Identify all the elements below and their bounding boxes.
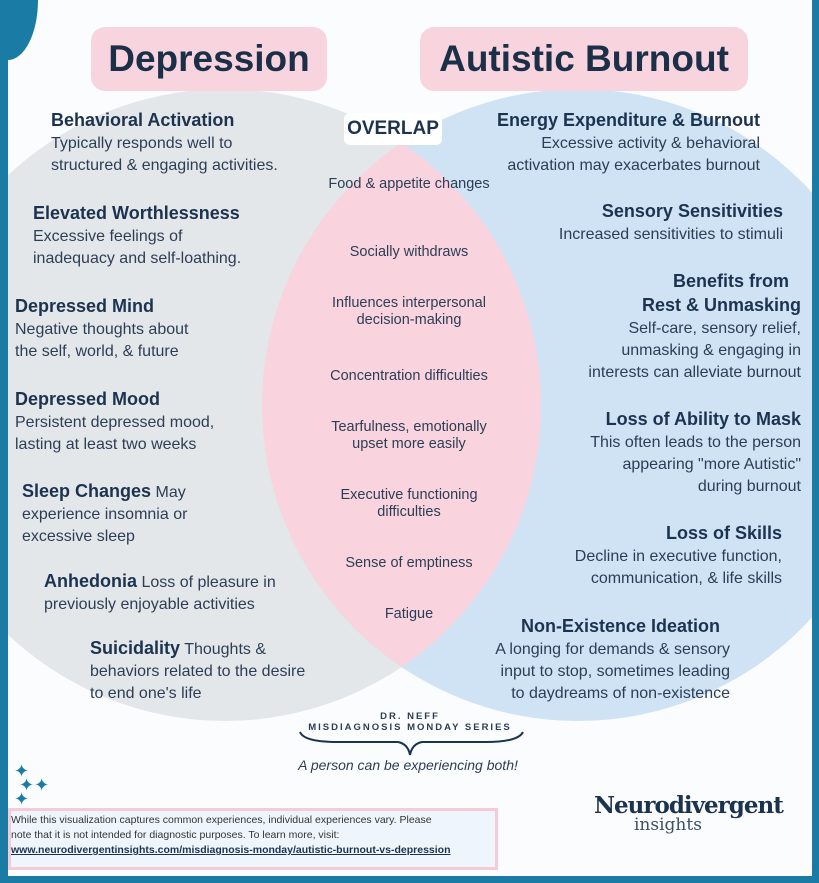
overlap-item: Food & appetite changes: [328, 176, 490, 192]
overlap-item: Influences interpersonal decision-making: [332, 295, 486, 328]
overlap-label: OVERLAP: [344, 113, 442, 145]
overlap-item: Sense of emptiness: [345, 555, 473, 571]
disclaimer-text: While this visualization captures common…: [11, 814, 432, 826]
both-note: A person can be experiencing both!: [298, 757, 518, 773]
overlap-item: Tearfulness, emotionally upset more easi…: [331, 419, 487, 452]
infographic: Depression Autistic Burnout OVERLAP Beha…: [8, 0, 812, 876]
learn-more-link[interactable]: www.neurodivergentinsights.com/misdiagno…: [11, 844, 451, 856]
overlap-lens: [262, 89, 541, 721]
overlap-item: Executive functioning difficulties: [340, 487, 478, 520]
brand-logo: Neurodivergent insights: [594, 792, 784, 835]
brace: [299, 731, 524, 756]
sparkle-icon: ✦ ✦✦✦: [14, 761, 50, 809]
series-label: MISDIAGNOSIS MONDAY SERIES: [308, 722, 512, 733]
depression-title: Depression: [91, 27, 327, 91]
author-label: DR. NEFF: [380, 711, 440, 722]
overlap-item: Socially withdraws: [349, 244, 469, 260]
disclaimer-box: While this visualization captures common…: [8, 808, 498, 870]
overlap-item: Fatigue: [384, 606, 434, 622]
disclaimer-text: note that it is not intended for diagnos…: [11, 829, 340, 841]
venn-diagram: [8, 89, 812, 756]
burnout-title: Autistic Burnout: [420, 27, 748, 91]
overlap-item: Concentration difficulties: [330, 368, 488, 384]
depression-item: Suicidality Thoughts &behaviors related …: [90, 638, 306, 702]
